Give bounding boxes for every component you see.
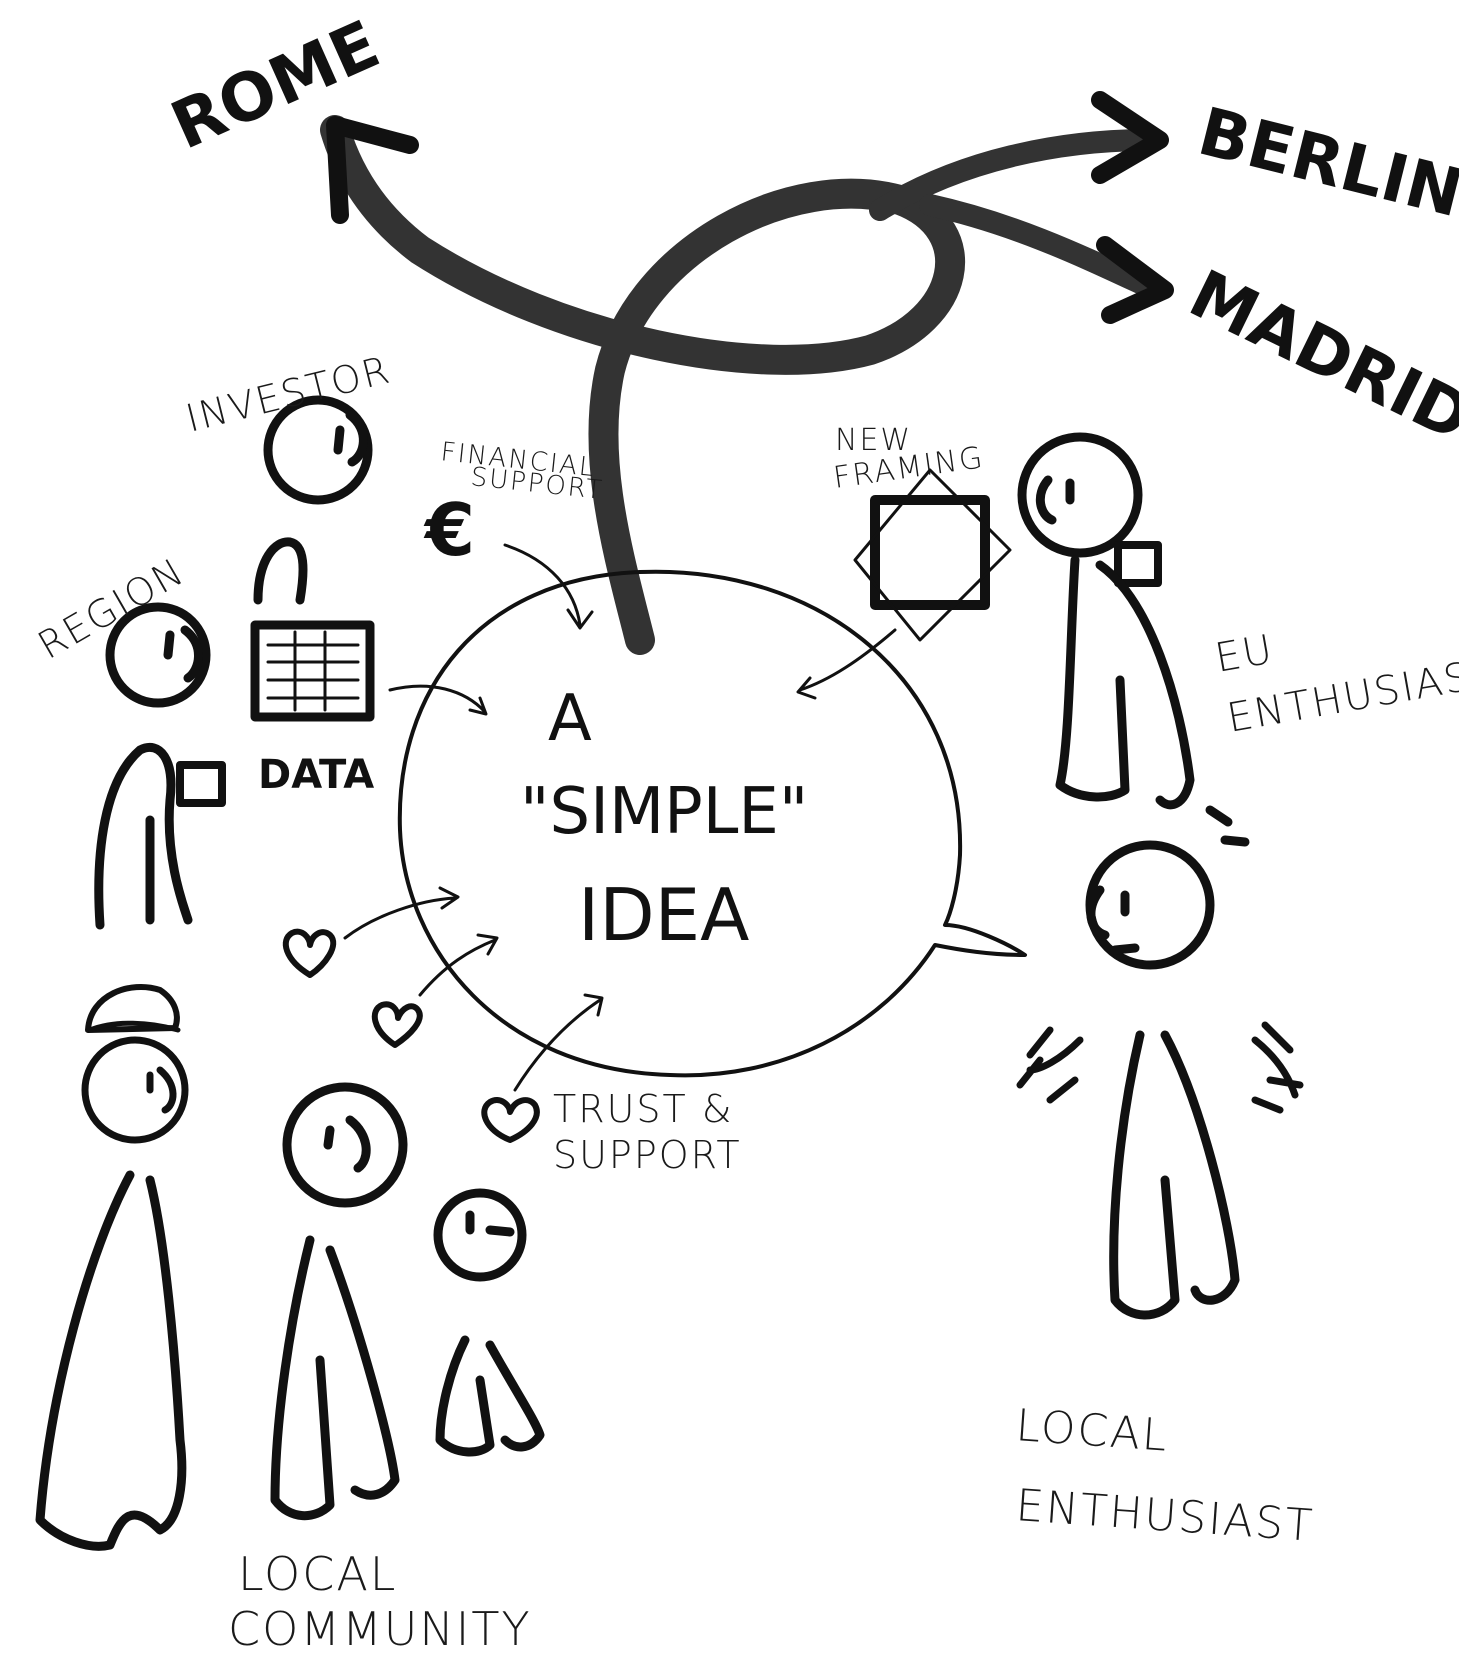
madrid-branch-arrow bbox=[919, 194, 1166, 301]
berlin-arrowhead bbox=[1091, 91, 1169, 184]
investor-figure bbox=[253, 395, 373, 605]
bubble-line-idea: IDEA bbox=[578, 873, 749, 957]
trust-arrow-3 bbox=[513, 993, 604, 1092]
region-figure bbox=[94, 602, 226, 930]
destination-arrows bbox=[320, 91, 1174, 655]
new-framing-label-1: NEW bbox=[835, 423, 912, 458]
trust-arrow-1 bbox=[343, 886, 460, 940]
community-figure-middle bbox=[270, 1082, 408, 1521]
trust-support-label-1: TRUST & bbox=[553, 1087, 733, 1131]
madrid-label: MADRID bbox=[1178, 255, 1459, 456]
heart-icon-2 bbox=[371, 1001, 423, 1048]
data-label: DATA bbox=[258, 752, 374, 798]
berlin-label: BERLIN bbox=[1191, 93, 1459, 233]
eu-enthusiast-label-1: EU bbox=[1212, 626, 1278, 681]
local-community-label-2: COMMUNITY bbox=[228, 1602, 532, 1654]
trust-arrow-2 bbox=[418, 933, 499, 997]
local-enthusiast-figure bbox=[1016, 805, 1304, 1320]
heart-icon-3 bbox=[481, 1097, 540, 1143]
eu-enthusiast-figure bbox=[1017, 432, 1195, 810]
local-enthusiast-label-1: LOCAL bbox=[1014, 1400, 1170, 1462]
idea-stem-arrow bbox=[320, 115, 966, 655]
rome-arrowhead bbox=[326, 116, 419, 224]
madrid-arrowhead bbox=[1096, 236, 1174, 324]
framing-square-icon bbox=[853, 468, 1012, 642]
data-arrow bbox=[388, 684, 488, 716]
heart-icon bbox=[282, 928, 337, 978]
local-enthusiast-label-2: ENTHUSIAST bbox=[1014, 1480, 1316, 1552]
berlin-branch-arrow bbox=[869, 129, 1161, 221]
local-community-label-1: LOCAL bbox=[238, 1547, 397, 1601]
bubble-line-a: A bbox=[548, 682, 592, 756]
trust-support-label-2: SUPPORT bbox=[553, 1133, 742, 1177]
data-spreadsheet-icon bbox=[250, 620, 375, 722]
community-figure-small bbox=[433, 1188, 545, 1457]
idea-speech-bubble bbox=[397, 569, 1027, 1078]
euro-symbol: € bbox=[423, 488, 475, 572]
community-figure-hat bbox=[35, 983, 189, 1551]
new-framing-arrow bbox=[796, 628, 897, 700]
rome-label: ROME bbox=[160, 6, 390, 165]
bubble-line-simple: "SIMPLE" bbox=[520, 775, 808, 849]
financial-support-arrow bbox=[503, 543, 594, 630]
